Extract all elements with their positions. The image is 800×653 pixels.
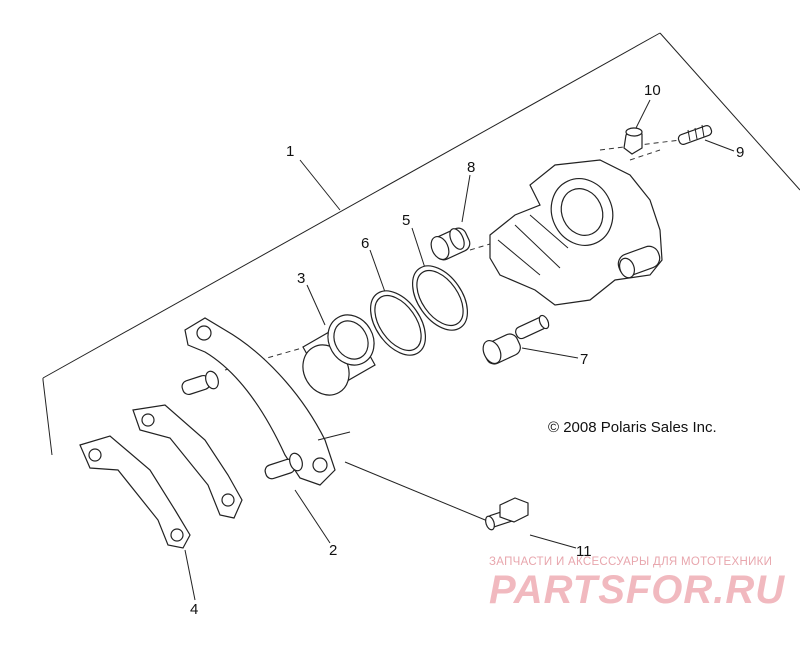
callout-10: 10: [644, 82, 661, 99]
guide-pin-7: [482, 314, 550, 365]
callout-8: 8: [467, 159, 475, 176]
boot-8: [430, 227, 471, 261]
callout-3: 3: [297, 270, 305, 287]
callout-7: 7: [580, 351, 588, 368]
callout-1: 1: [286, 143, 294, 160]
callout-11: 11: [576, 543, 592, 560]
callout-4: 4: [190, 601, 198, 618]
bolt-11: [485, 497, 529, 531]
assembly-bracket: [42, 32, 800, 456]
callout-6: 6: [361, 235, 369, 252]
brake-pads: [79, 404, 243, 549]
bleeder-screw-9: [677, 124, 713, 145]
seal-ring-6: [369, 290, 427, 356]
copyright-notice: © 2008 Polaris Sales Inc.: [548, 419, 717, 436]
bleeder-cap-10: [623, 127, 643, 155]
callout-9: 9: [736, 144, 744, 161]
seal-ring-5: [411, 265, 469, 331]
leader-lines: [184, 99, 735, 601]
caliper-body: [489, 159, 663, 306]
callout-labels: 1 2 3 4 5 6 7 8 9 10 11: [190, 82, 744, 618]
watermark-subtitle: ЗАПЧАСТИ И АКСЕССУАРЫ ДЛЯ МОТОТЕХНИКИ: [489, 556, 773, 568]
watermark-logo: PARTSFOR.RU: [489, 568, 786, 612]
piston: [302, 314, 376, 396]
callout-5: 5: [402, 212, 410, 229]
callout-2: 2: [329, 542, 337, 559]
mounting-bracket: [181, 317, 351, 486]
